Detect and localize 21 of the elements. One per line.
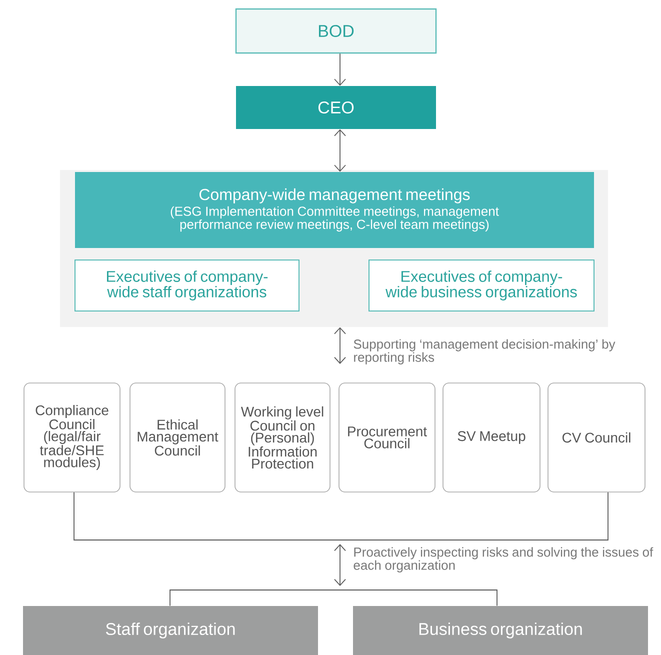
executive-box: Executives of company-wide business organizations <box>368 260 594 312</box>
connector-line <box>170 590 340 606</box>
connector-line <box>340 590 498 606</box>
ceo-box: CEO <box>236 86 436 129</box>
executive-box: Executives of company-wide staff organizations <box>74 260 300 312</box>
council-box: Working level Council on (Personal) Information Protection <box>234 382 330 492</box>
organization-box: Business organization <box>353 606 648 655</box>
arrow <box>334 327 346 364</box>
organization-box: Staff organization <box>23 606 318 655</box>
council-box: Ethical Management Council <box>130 382 226 492</box>
council-box: Compliance Council (legal/fair trade/SHE modules) <box>24 382 120 492</box>
council-box: SV Meetup <box>442 382 540 492</box>
bracket-line <box>74 492 608 540</box>
edge-label: Supporting ‘management decision-making’ by reporting risks <box>354 339 616 364</box>
board-box: BOD <box>235 8 437 54</box>
arrow <box>334 53 346 86</box>
arrow-label: Proactively inspecting risks and solving the issues of each organization <box>354 547 654 572</box>
council-box: Procurement Council <box>338 382 436 492</box>
council-box: CV Council <box>548 382 646 492</box>
meeting-box: Company-wide management meetings (ESG Implementation Committee meetings, management performance review meetings, C-level team meetings) <box>75 172 594 248</box>
arrow <box>334 129 346 172</box>
